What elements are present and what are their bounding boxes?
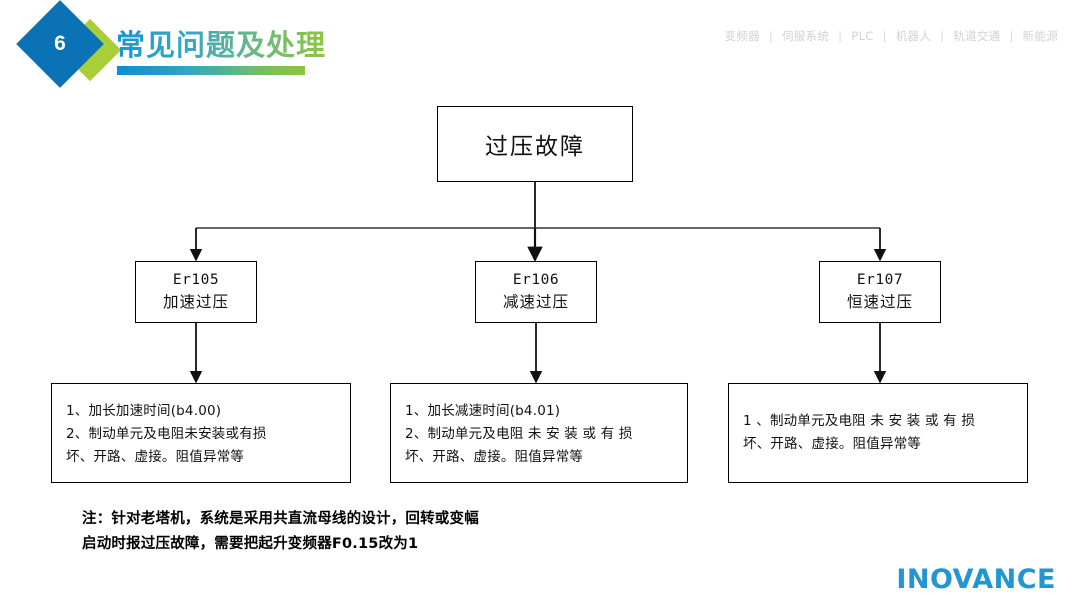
remedy-line: 坏、开路、虚接。阻值异常等: [743, 435, 922, 452]
nav-item-4[interactable]: 轨道交通: [953, 29, 1001, 43]
nav-item-5[interactable]: 新能源: [1022, 29, 1058, 43]
remedy-line: 坏、开路、虚接。阻值异常等: [66, 448, 245, 465]
nav-separator: |: [882, 29, 887, 43]
page-title: 常见问题及处理: [116, 22, 326, 64]
flow-node-remedy-er106[interactable]: 1、加长减速时间(b4.01) 2、制动单元及电阻 未 安 装 或 有 损 坏、…: [390, 383, 688, 483]
nav-separator: |: [838, 29, 843, 43]
flow-node-root-label: 过压故障: [485, 134, 585, 160]
remedy-line: 2、制动单元及电阻 未 安 装 或 有 损: [405, 425, 633, 442]
flow-node-root[interactable]: 过压故障: [437, 106, 633, 182]
flow-node-remedy-er107[interactable]: 1 、制动单元及电阻 未 安 装 或 有 损 坏、开路、虚接。阻值异常等: [728, 383, 1028, 483]
badge-number: 6: [54, 32, 66, 55]
header-nav: 变频器 | 伺服系统 | PLC | 机器人 | 轨道交通 | 新能源: [724, 28, 1058, 44]
remedy-line: 1 、制动单元及电阻 未 安 装 或 有 损: [743, 413, 976, 429]
flow-node-er107[interactable]: Er107 恒速过压: [819, 261, 941, 323]
remedy-line: 坏、开路、虚接。阻值异常等: [405, 448, 584, 465]
flow-node-er105-name: 加速过压: [162, 293, 229, 312]
footnote: 注：针对老塔机，系统是采用共直流母线的设计，回转或变幅 启动时报过压故障，需要把…: [82, 507, 479, 558]
nav-item-3[interactable]: 机器人: [895, 29, 932, 43]
footnote-line-1: 注：针对老塔机，系统是采用共直流母线的设计，回转或变幅: [82, 511, 479, 527]
nav-item-2[interactable]: PLC: [851, 29, 874, 43]
section-badge: 6: [16, 0, 126, 94]
flow-node-remedy-er105[interactable]: 1、加长加速时间(b4.00) 2、制动单元及电阻未安装或有损 坏、开路、虚接。…: [51, 383, 351, 483]
brand-logo: INOVANCE: [896, 564, 1056, 595]
nav-separator: |: [1009, 29, 1014, 43]
nav-item-0[interactable]: 变频器: [724, 29, 760, 43]
footnote-line-2: 启动时报过压故障，需要把起升变频器F0.15改为1: [82, 536, 419, 553]
flow-node-er106[interactable]: Er106 减速过压: [475, 261, 597, 323]
flow-node-er107-code: Er107: [856, 272, 904, 289]
flow-node-er106-name: 减速过压: [502, 293, 569, 312]
remedy-line: 2、制动单元及电阻未安装或有损: [66, 425, 267, 442]
remedy-line: 1、加长减速时间(b4.01): [405, 403, 561, 419]
nav-separator: |: [940, 29, 945, 43]
flow-node-er107-name: 恒速过压: [846, 293, 913, 312]
nav-separator: |: [768, 29, 774, 43]
flow-node-er106-code: Er106: [512, 272, 560, 289]
title-underline-bar: [117, 66, 305, 75]
remedy-line: 1、加长加速时间(b4.00): [66, 403, 222, 419]
flow-node-er105-code: Er105: [172, 272, 220, 289]
nav-item-1[interactable]: 伺服系统: [782, 29, 830, 43]
flow-node-er105[interactable]: Er105 加速过压: [135, 261, 257, 323]
